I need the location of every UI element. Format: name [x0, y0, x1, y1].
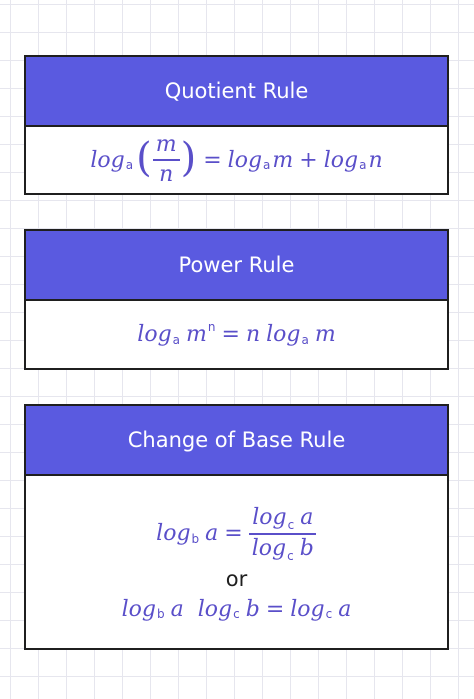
base-subscript: a — [263, 158, 271, 172]
base-subscript: a — [172, 332, 181, 347]
fraction-numerator: m — [152, 132, 180, 161]
base-subscript: c — [233, 607, 240, 622]
variable-n: n — [245, 322, 261, 347]
or-label: or — [225, 566, 248, 591]
log-text: log — [156, 521, 191, 546]
base-subscript: a — [125, 158, 134, 172]
variable-n: n — [368, 147, 383, 173]
variable-a: a — [300, 505, 314, 531]
log-text: log — [121, 596, 156, 622]
variable-m: m — [186, 322, 207, 347]
log-text: log — [137, 322, 172, 347]
base-subscript: c — [325, 607, 333, 622]
base-subscript: b — [191, 531, 200, 546]
equals-sign: = — [265, 596, 285, 622]
equals-sign: = — [203, 147, 222, 173]
log-text: log — [227, 147, 263, 173]
log-text: log — [90, 147, 125, 173]
equals-sign: = — [224, 521, 243, 546]
log-text: log — [252, 505, 287, 531]
variable-b: b — [299, 535, 314, 561]
fraction-denominator: n — [159, 162, 174, 187]
plus-sign: + — [299, 147, 318, 173]
log-text: log — [290, 596, 325, 622]
quotient-rule-title: Quotient Rule — [26, 57, 447, 127]
variable-a: a — [170, 596, 184, 622]
equals-sign: = — [221, 322, 240, 347]
base-subscript: a — [359, 158, 367, 172]
exponent-n: n — [207, 319, 216, 334]
variable-a: a — [338, 596, 352, 622]
base-subscript: c — [287, 548, 294, 563]
variable-m: m — [314, 322, 336, 347]
left-paren: ( — [136, 135, 152, 181]
variable-m: m — [272, 147, 294, 173]
variable-b: b — [245, 596, 260, 622]
right-paren: ) — [180, 135, 197, 181]
power-rule-title: Power Rule — [26, 231, 447, 301]
base-subscript: b — [157, 607, 165, 622]
quotient-fraction: m n — [152, 132, 180, 187]
log-text: log — [197, 596, 233, 622]
variable-a: a — [205, 521, 219, 546]
change-of-base-rule-title: Change of Base Rule — [26, 406, 447, 476]
base-subscript: a — [301, 332, 309, 347]
log-text: log — [266, 322, 301, 347]
base-subscript: c — [287, 518, 295, 533]
log-text: log — [251, 535, 287, 561]
log-text: log — [323, 147, 359, 173]
